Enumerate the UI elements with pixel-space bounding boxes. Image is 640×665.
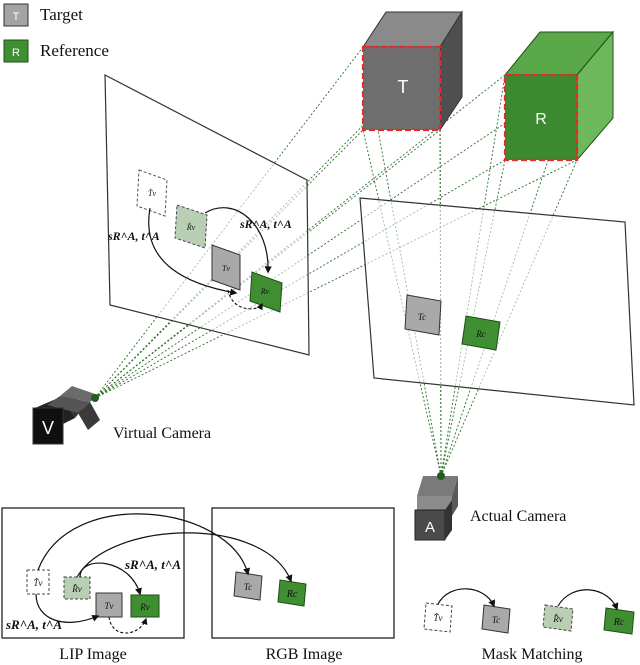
lip-pred-target-label: T̂v <box>34 578 43 588</box>
actual-image-plane: Tc Rc <box>359 197 635 406</box>
rgb-target-box <box>233 571 263 601</box>
lip-transform-label-top: sR^A, t^A <box>124 557 181 572</box>
actual-camera-body <box>414 509 446 541</box>
lip-reference-label: Rv <box>139 602 150 612</box>
virtual-transform-arc-bottom <box>227 289 263 311</box>
actual-plane-frame <box>359 197 635 406</box>
virtual-pred-reference-box <box>174 204 208 249</box>
virtual-pred-target-label: T̂v <box>148 188 156 198</box>
virtual-pred-target-box <box>136 169 168 217</box>
target-cube-glyph: T <box>398 77 409 97</box>
mask-pred-reference-label: R̂v <box>552 614 563 624</box>
legend-target-glyph: T <box>13 11 20 23</box>
lip-image-frame <box>1 507 185 639</box>
actual-camera-glyph: A <box>425 519 435 536</box>
actual-target-box <box>404 294 442 336</box>
reference-cube-glyph: R <box>535 111 547 128</box>
mask-target-box <box>481 604 511 634</box>
lip-to-rgb-target-arc <box>37 513 251 576</box>
lip-pred-reference-label: R̂v <box>71 584 82 594</box>
lip-arc-bottom <box>108 616 148 634</box>
legend-reference-label: Reference <box>40 41 109 60</box>
lip-image-panel: T̂v R̂v Tv Rv sR^A, t^A sR^A, t^A LIP Im… <box>1 507 185 663</box>
virtual-transform-label-left: sR^A, t^A <box>107 229 160 243</box>
rgb-target-label: Tc <box>244 582 252 592</box>
virtual-reference-label: Rv <box>260 287 270 296</box>
legend-reference-swatch <box>3 39 29 63</box>
virtual-transform-arc-outer <box>148 207 238 296</box>
mask-target-label: Tc <box>492 615 500 625</box>
actual-camera-label: Actual Camera <box>470 508 566 525</box>
actual-reference-box <box>461 315 501 351</box>
virtual-camera: V Virtual Camera <box>32 386 211 445</box>
virtual-transform-label-top: sR^A, t^A <box>239 217 292 231</box>
mask-pred-reference-box <box>542 604 574 632</box>
virtual-target-box <box>211 244 241 291</box>
rgb-image-caption: RGB Image <box>266 646 343 663</box>
mask-reference-arc <box>557 589 619 611</box>
virtual-camera-glyph: V <box>42 418 54 438</box>
mask-pred-target-label: T̂v <box>434 613 443 623</box>
reference-cube-front <box>503 73 579 162</box>
legend-reference-glyph: R <box>12 47 20 59</box>
rgb-reference-box <box>277 579 307 607</box>
virtual-target-label: Tv <box>222 264 230 273</box>
mask-matching: T̂v Tc R̂v Rc Mask Matching <box>423 588 635 663</box>
actual-reference-label: Rc <box>475 329 486 339</box>
lip-reference-box <box>130 594 160 618</box>
mask-target-arc <box>437 588 496 608</box>
mask-reference-box <box>603 607 635 635</box>
lip-to-rgb-reference-arc <box>76 532 293 583</box>
virtual-pred-reference-label: R̂v <box>186 222 196 232</box>
rgb-reference-label: Rc <box>286 589 298 600</box>
lip-arc-left <box>35 593 100 623</box>
virtual-reference-box <box>249 271 283 313</box>
lip-target-label: Tv <box>105 601 114 611</box>
target-cube-front <box>361 45 442 132</box>
mask-matching-caption: Mask Matching <box>482 646 583 663</box>
lip-transform-label-left: sR^A, t^A <box>5 617 62 632</box>
target-cube: T <box>361 10 463 132</box>
actual-target-label: Tc <box>418 312 426 322</box>
mask-reference-label: Rc <box>613 617 625 628</box>
legend-target-label: Target <box>40 5 83 24</box>
legend: T Target R Reference <box>3 3 109 63</box>
actual-camera: A Actual Camera <box>414 472 566 541</box>
lip-target-box <box>95 592 123 618</box>
virtual-camera-body <box>32 407 64 445</box>
virtual-image-plane: T̂v R̂v Tv Rv sR^A, t^A sR^A, t^A <box>104 74 310 356</box>
legend-target-swatch <box>3 3 29 27</box>
mask-pred-target-box <box>423 602 453 633</box>
lip-image-caption: LIP Image <box>59 646 126 663</box>
reference-cube: R <box>503 30 615 162</box>
virtual-camera-label: Virtual Camera <box>113 425 211 442</box>
rgb-image-panel: Tc Rc RGB Image <box>211 507 395 663</box>
rgb-image-frame <box>211 507 395 639</box>
virtual-transform-arc-top <box>204 207 272 274</box>
